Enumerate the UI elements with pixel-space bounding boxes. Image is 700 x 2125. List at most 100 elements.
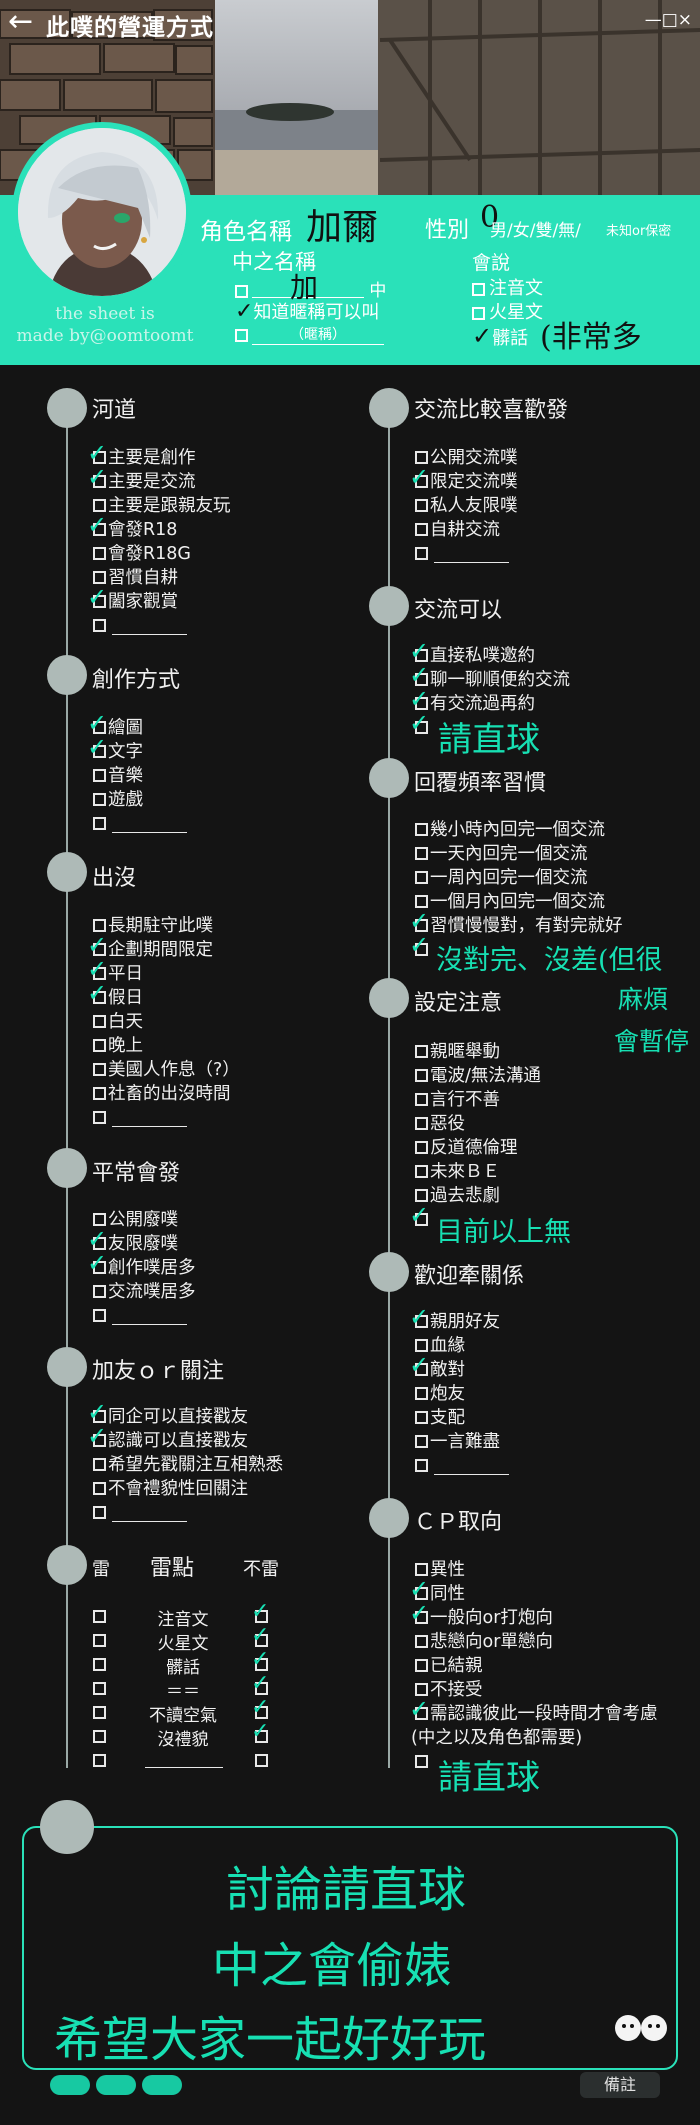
checkbox[interactable] (415, 1189, 428, 1202)
checkbox[interactable] (93, 1039, 106, 1052)
checkbox[interactable] (415, 919, 428, 932)
create-item[interactable]: 遊戲 (93, 788, 187, 812)
online-item[interactable]: 白天 (93, 1010, 240, 1034)
online-item-blank[interactable] (93, 1106, 240, 1130)
checkbox[interactable] (415, 847, 428, 860)
gender-unknown-option[interactable]: 未知or保密 (606, 224, 672, 239)
checkbox[interactable] (93, 571, 106, 584)
checkbox[interactable] (415, 1587, 428, 1600)
relation-item[interactable]: 支配 (415, 1406, 509, 1430)
trigger-mine-checkbox[interactable] (93, 1658, 106, 1671)
exchange-pref-item-blank[interactable] (415, 542, 518, 566)
friend-item-blank[interactable] (93, 1501, 283, 1525)
create-item[interactable]: ✓文字 (87, 733, 187, 764)
setting-item[interactable]: 電波/無法溝通 (415, 1064, 541, 1088)
checkbox[interactable] (415, 943, 428, 956)
exchange-ok-item-blank[interactable]: ✓ (409, 709, 570, 740)
friend-item[interactable]: ✓認識可以直接戳友 (87, 1422, 283, 1453)
post-item-blank[interactable] (93, 1304, 196, 1328)
relation-item-blank[interactable] (415, 1454, 509, 1478)
reply-item[interactable]: 一天內回完一個交流 (415, 842, 623, 866)
checkbox[interactable] (93, 769, 106, 782)
checkbox[interactable] (93, 619, 106, 632)
checkbox[interactable] (415, 895, 428, 908)
speaks-option-1-checkbox[interactable] (472, 282, 485, 296)
checkbox[interactable] (415, 1045, 428, 1058)
checkbox[interactable] (415, 1339, 428, 1352)
checkbox[interactable] (93, 1237, 106, 1250)
relation-item[interactable]: 炮友 (415, 1382, 509, 1406)
cp-item[interactable]: ✓同性 (409, 1575, 658, 1606)
checkbox[interactable] (93, 991, 106, 1004)
trigger-ok-checkbox[interactable] (255, 1754, 268, 1767)
checkbox[interactable] (415, 451, 428, 464)
relation-item[interactable]: ✓敵對 (409, 1351, 509, 1382)
checkbox[interactable] (415, 1755, 428, 1768)
checkbox[interactable] (93, 721, 106, 734)
trigger-mine-checkbox[interactable] (93, 1682, 106, 1695)
online-item[interactable]: 長期駐守此噗 (93, 914, 240, 938)
checkbox[interactable] (415, 475, 428, 488)
friend-item[interactable]: 不會禮貌性回關注 (93, 1477, 283, 1501)
checkbox[interactable] (415, 1165, 428, 1178)
river-item[interactable]: 主要是跟親友玩 (93, 494, 231, 518)
post-item[interactable]: ✓創作噗居多 (87, 1249, 196, 1280)
checkbox[interactable] (415, 1707, 428, 1720)
checkbox[interactable] (415, 823, 428, 836)
speaks-option-1[interactable]: 注音文 (472, 274, 543, 300)
checkbox[interactable] (93, 817, 106, 830)
cp-item[interactable]: 悲戀向or單戀向 (415, 1630, 658, 1654)
checkbox[interactable] (415, 649, 428, 662)
checkbox[interactable] (415, 1387, 428, 1400)
checkbox[interactable] (93, 1434, 106, 1447)
river-item[interactable]: ✓會發R18 (87, 511, 231, 542)
checkbox[interactable] (415, 1611, 428, 1624)
exchange-ok-item[interactable]: ✓有交流過再約 (409, 685, 570, 716)
checkbox[interactable] (93, 1482, 106, 1495)
checkbox[interactable] (415, 871, 428, 884)
online-item[interactable]: 美國人作息（?） (93, 1058, 240, 1082)
checkbox[interactable] (415, 1363, 428, 1376)
checkbox[interactable] (415, 1141, 428, 1154)
checkbox[interactable] (93, 1063, 106, 1076)
checkbox[interactable] (415, 1213, 428, 1226)
trigger-mine-checkbox[interactable] (93, 1706, 106, 1719)
online-item[interactable]: ✓假日 (87, 979, 240, 1010)
checkbox[interactable] (415, 1315, 428, 1328)
trigger-mine-checkbox[interactable] (93, 1730, 106, 1743)
setting-item[interactable]: 未來ＢＥ (415, 1160, 541, 1184)
pl-name-option-2[interactable]: ✓知道暱稱可以叫 (235, 298, 379, 324)
reply-item[interactable]: 一周內回完一個交流 (415, 866, 623, 890)
post-item[interactable]: 交流噗居多 (93, 1280, 196, 1304)
checkbox[interactable] (415, 697, 428, 710)
river-item-blank[interactable] (93, 614, 231, 638)
checkbox[interactable] (93, 745, 106, 758)
setting-item-blank[interactable]: ✓ (409, 1201, 541, 1232)
checkbox[interactable] (93, 451, 106, 464)
window-controls[interactable]: —□× (644, 10, 692, 30)
checkbox[interactable] (93, 595, 106, 608)
checkbox[interactable] (93, 1087, 106, 1100)
checkbox[interactable] (93, 475, 106, 488)
relation-item[interactable]: ✓親朋好友 (409, 1303, 509, 1334)
river-item[interactable]: ✓主要是創作 (87, 439, 231, 470)
checkbox[interactable] (415, 1459, 428, 1472)
trigger-mine-checkbox[interactable] (93, 1754, 106, 1767)
checkbox[interactable] (415, 1683, 428, 1696)
exchange-ok-item[interactable]: ✓聊一聊順便約交流 (409, 661, 570, 692)
setting-item[interactable]: 言行不善 (415, 1088, 541, 1112)
checkbox[interactable] (93, 1261, 106, 1274)
memo-tab-1[interactable] (50, 2075, 90, 2095)
checkbox[interactable] (415, 1635, 428, 1648)
checkbox[interactable] (415, 1563, 428, 1576)
create-item[interactable]: 音樂 (93, 764, 187, 788)
checkbox[interactable] (415, 1069, 428, 1082)
speaks-option-2[interactable]: 火星文 (472, 298, 543, 324)
checkbox[interactable] (93, 943, 106, 956)
reply-item[interactable]: 一個月內回完一個交流 (415, 890, 623, 914)
checkbox[interactable] (93, 523, 106, 536)
pl-option-1-checkbox[interactable] (235, 284, 248, 298)
online-item[interactable]: ✓企劃期間限定 (87, 931, 240, 962)
pl-name-option-3[interactable]: （暱稱） (235, 324, 384, 345)
online-item[interactable]: 社畜的出沒時間 (93, 1082, 240, 1106)
